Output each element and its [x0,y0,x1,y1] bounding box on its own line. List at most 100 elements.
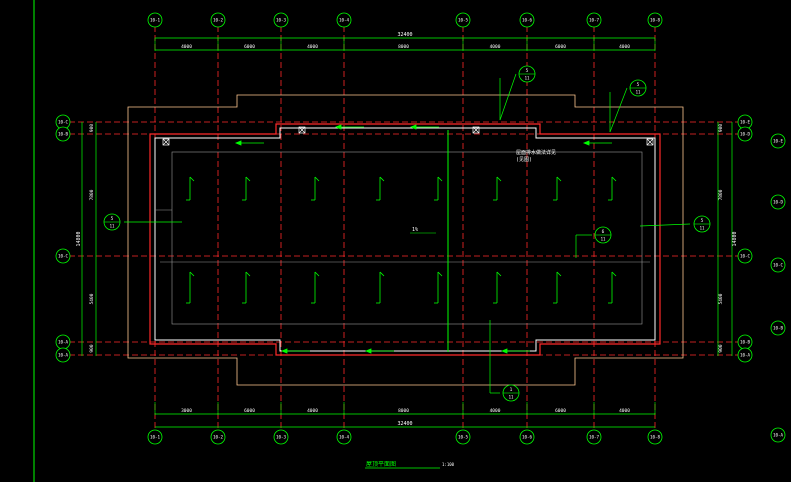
axis-right-2: 10-D [737,126,753,142]
bottom-dim-6: 6000 [555,408,566,414]
axis-top-5-label: 10-5 [458,18,469,23]
section-mark-6-num: 1 [510,387,513,393]
bottom-dim-5: 4000 [490,408,501,414]
arrow-upper-7 [553,176,562,201]
axis-left-1-label: 10-C [58,120,69,125]
axis-bottom-7-label: 10-7 [589,435,600,440]
axis-far-right-1-label: 10-E [773,139,784,144]
section-mark-6: 111 [489,320,520,402]
arrow-lower-2 [242,271,251,304]
section-mark-1-num: 5 [526,68,529,74]
axis-bottom-8-label: 10-8 [650,435,661,440]
axis-right-5-label: 10-A [740,353,751,358]
axis-bottom-6-label: 10-6 [522,435,533,440]
axis-left-4: 10-A [55,347,71,363]
bottom-dim-4: 8000 [398,408,409,414]
axis-right-3-label: 10-C [740,254,751,259]
top-dim-3: 4000 [307,44,318,50]
axis-bottom-8: 10-8 [647,429,663,445]
top-dim-2: 6000 [244,44,255,50]
grid-lines-vertical [154,26,656,430]
arrow-upper-2 [242,176,251,201]
bottom-dim-2: 6000 [244,408,255,414]
right-dim-2: 7800 [718,189,724,200]
axis-bottom-2: 10-2 [210,429,226,445]
axis-top-7: 10-7 [586,12,602,28]
right-total-dimension: 14800 [732,231,738,246]
axis-left-3: 10-A [55,334,71,350]
left-dim-1: 900 [89,124,95,132]
left-dim-4: 900 [89,344,95,352]
axis-right-4: 10-B [737,334,753,350]
arrow-upper-6 [493,176,502,201]
arrow-lower-5 [434,271,443,304]
axis-top-3-label: 10-3 [276,18,287,23]
top-dim-7: 4000 [619,44,630,50]
axis-right-2-label: 10-D [740,132,751,137]
arrow-lower-3 [311,271,320,304]
bottom-dim-7: 4000 [619,408,630,414]
slope-label: 1% [412,227,418,233]
axis-bottom-3: 10-3 [273,429,289,445]
axis-top-4: 10-4 [336,12,352,28]
arrow-upper-8 [608,176,617,201]
right-dim-3: 5400 [718,293,724,304]
section-mark-1: 511 [499,65,536,121]
section-mark-3-sheet: 11 [110,224,115,229]
left-dimensions [81,122,97,356]
axis-bottom-5: 10-5 [455,429,471,445]
axis-left-4-label: 10-A [58,353,69,358]
axis-right-3: 10-C [737,248,753,264]
section-mark-1-sheet: 11 [525,76,530,81]
left-dim-3: 5400 [89,293,95,304]
drainage-note: 屋面排水做法详见 [516,149,556,156]
axis-top-8-label: 10-8 [650,18,661,23]
right-dim-1: 900 [718,124,724,132]
section-mark-3: 511 [103,213,182,231]
axis-right-4-label: 10-B [740,340,751,345]
axis-far-right-3: 10-C [770,257,786,273]
bottom-dimensions [155,413,655,428]
section-mark-4-sheet: 11 [700,226,705,231]
section-mark-2-sheet: 11 [636,90,641,95]
axis-top-5: 10-5 [455,12,471,28]
axis-left-2-label: 10-B [58,132,69,137]
section-mark-3-num: 5 [111,216,114,222]
bottom-dim-3: 4000 [307,408,318,414]
axis-far-right-4-label: 10-B [773,326,784,331]
edge-arrow-5 [280,348,310,354]
axis-top-6: 10-6 [519,12,535,28]
edge-arrow-2 [334,124,364,130]
top-dim-6: 6000 [555,44,566,50]
section-mark-5-sheet: 11 [601,237,606,242]
arrow-lower-4 [376,271,385,304]
arrow-lower-8 [608,271,617,304]
edge-arrow-3 [409,124,439,130]
axis-far-right-3-label: 10-C [773,263,784,268]
axis-bottom-6: 10-6 [519,429,535,445]
axis-bottom-2-label: 10-2 [213,435,224,440]
arrow-lower-1 [186,271,195,304]
axis-right-1-label: 10-E [740,120,751,125]
axis-top-1: 10-1 [147,12,163,28]
section-mark-2-num: 5 [637,82,640,88]
bottom-total-dimension: 32400 [397,421,412,427]
top-dimensions [155,37,655,51]
axis-bottom-1: 10-1 [147,429,163,445]
edge-arrow-7 [500,348,530,354]
axis-far-right-5-label: 10-A [773,433,784,438]
top-dim-4: 8000 [398,44,409,50]
axis-top-7-label: 10-7 [589,18,600,23]
arrow-upper-1 [186,176,195,201]
section-mark-2: 511 [609,79,647,133]
axis-top-8: 10-8 [647,12,663,28]
left-total-dimension: 14800 [76,231,82,246]
left-dim-2: 7800 [89,189,95,200]
axis-top-6-label: 10-6 [522,18,533,23]
section-mark-4: 511 [639,215,711,233]
axis-bottom-4: 10-4 [336,429,352,445]
parapet-outer [149,123,661,356]
